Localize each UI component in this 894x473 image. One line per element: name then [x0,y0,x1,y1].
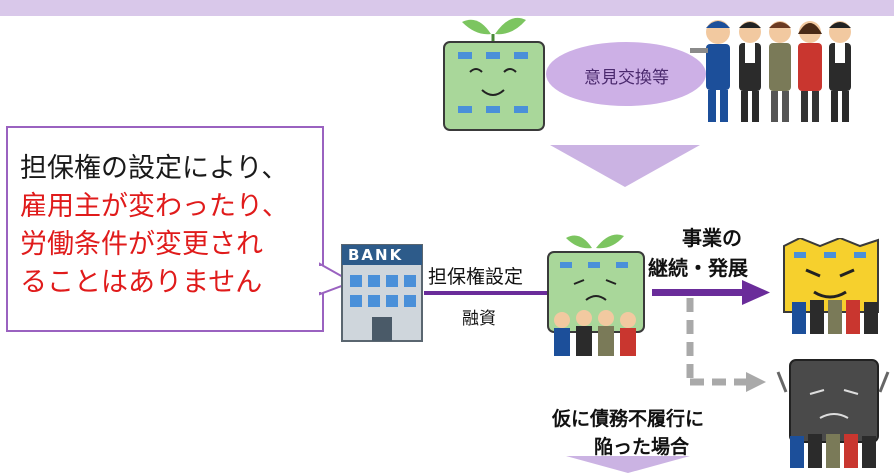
callout-text: 担保権の設定により、 雇用主が変わったり、 労働条件が変更され ることはありませ… [20,150,340,302]
bank-building-icon [341,244,423,342]
middle-company-scene [547,234,645,356]
callout-line-2: 雇用主が変わったり、 [20,191,289,222]
top-scene [443,17,851,131]
top-band [0,0,894,16]
opinion-bubble [546,42,706,106]
default-label-line1: 仮に債務不履行に [552,408,705,430]
business-label-line2: 継続・発展 [648,256,748,280]
bank-sign: BANK [348,246,404,264]
middle-green-company-icon [547,234,645,333]
security-setting-label: 担保権設定 [428,266,524,288]
callout-pointer [318,262,354,296]
down-arrow-bottom [566,456,690,473]
dark-company-scene [776,359,890,468]
dark-company-icon [776,359,890,443]
default-dashed-arrow [686,298,766,392]
callout-line-3: 労働条件が変更され [20,229,263,260]
green-company-icon [443,17,545,131]
yellow-workers-icon [792,300,878,334]
yellow-company-scene [783,238,879,334]
yellow-company-icon [783,238,879,313]
callout-box [6,126,324,332]
callout-line-4: ることはありません [20,267,263,298]
middle-workers-icon [554,310,636,356]
workers-group-icon [690,20,851,122]
default-label-line2: 陥った場合 [594,436,690,458]
opinion-exchange-label: 意見交換等 [584,68,669,88]
bank-arrow-line [424,291,549,295]
down-arrow-top [550,145,700,187]
financing-label: 融資 [462,309,496,329]
callout-line-1: 担保権の設定により、 [20,153,289,184]
business-arrow [652,280,770,305]
dark-workers-icon [790,434,876,468]
business-label-line1: 事業の [682,226,742,250]
